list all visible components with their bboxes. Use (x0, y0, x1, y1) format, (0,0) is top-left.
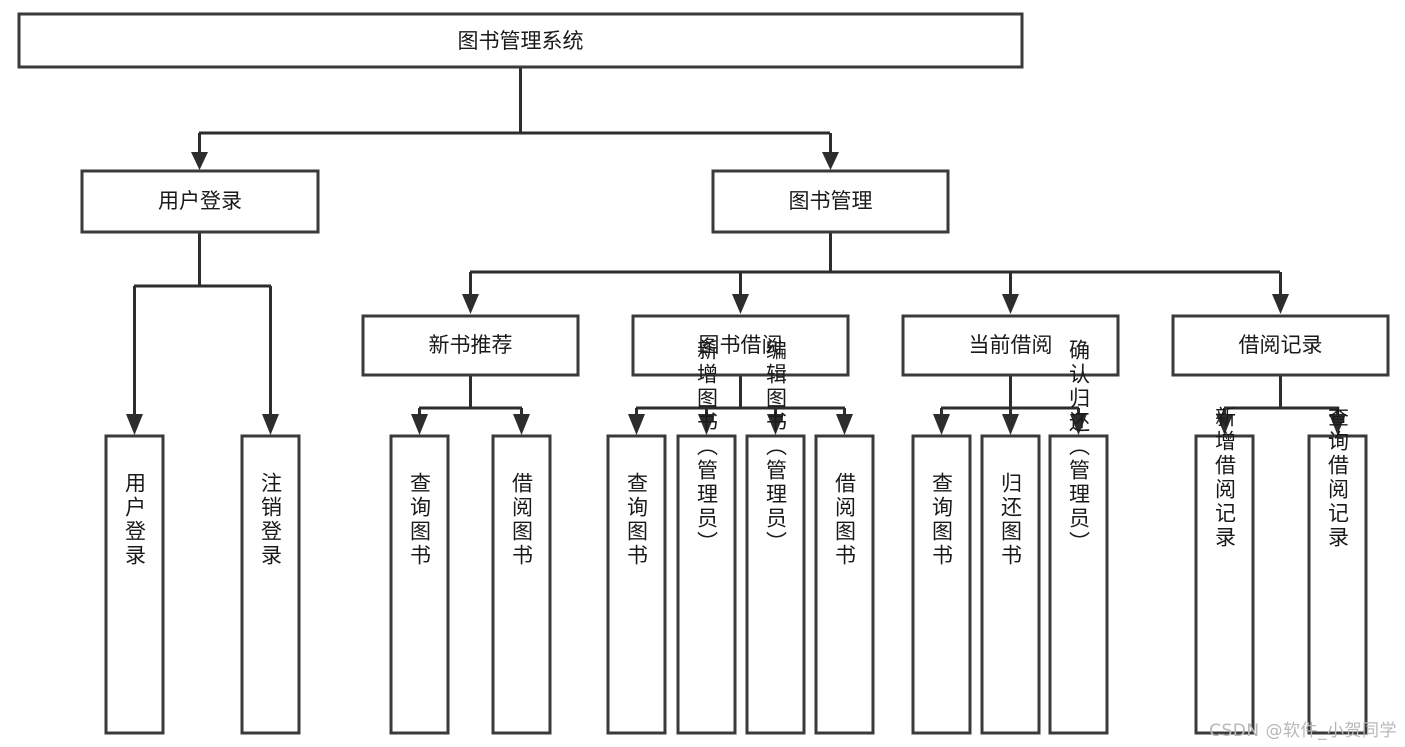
arrow-book-borrow-leaf-1 (628, 414, 645, 435)
leaf-add-record-box[interactable] (1194, 434, 1255, 735)
leaf-borrow-book-2-label: 借阅图书 (833, 472, 857, 568)
leaf-query-book-2[interactable]: 查询图书 (606, 434, 667, 735)
node-borrow-record[interactable]: 借阅记录 (1171, 314, 1390, 377)
leaf-query-book-1-box[interactable] (389, 434, 450, 735)
node-book-management[interactable]: 图书管理 (711, 169, 950, 234)
node-book-borrow[interactable]: 图书借阅 (631, 314, 850, 377)
node-root-label: 图书管理系统 (458, 29, 584, 53)
leaf-query-record[interactable]: 查询借阅记录 (1307, 406, 1368, 735)
leaf-add-book[interactable]: 新增图书（管理员） (676, 339, 737, 735)
arrow-to-book-borrow (732, 294, 749, 314)
leaf-add-book-label: 新增图书（管理员） (695, 339, 719, 555)
node-user-login-label: 用户登录 (158, 189, 242, 213)
leaf-user-logout-label: 注销登录 (259, 472, 283, 568)
leaf-borrow-book-2-box[interactable] (814, 434, 875, 735)
leaf-user-logout-box[interactable] (240, 434, 301, 735)
leaf-return-book-label: 归还图书 (999, 472, 1023, 568)
node-borrow-record-box[interactable] (1171, 314, 1390, 377)
leaf-user-login-label: 用户登录 (123, 472, 147, 568)
arrow-to-book-management (822, 152, 839, 170)
node-user-login[interactable]: 用户登录 (80, 169, 320, 234)
leaf-query-record-label: 查询借阅记录 (1326, 406, 1350, 550)
node-root[interactable]: 图书管理系统 (17, 12, 1024, 69)
connector-layer (126, 67, 1346, 435)
leaf-borrow-book-1-box[interactable] (491, 434, 552, 735)
arrow-user-login-leaf-2 (262, 414, 279, 435)
node-new-book-recommend-box[interactable] (361, 314, 580, 377)
leaf-query-book-1-label: 查询图书 (408, 472, 432, 568)
leaf-query-book-1[interactable]: 查询图书 (389, 434, 450, 735)
leaf-edit-book-box[interactable] (745, 434, 806, 735)
arrow-book-borrow-leaf-2 (698, 414, 715, 435)
arrow-current-borrow-leaf-1 (933, 414, 950, 435)
leaf-query-book-2-label: 查询图书 (625, 472, 649, 568)
leaf-confirm-return-box[interactable] (1048, 434, 1109, 735)
leaf-user-login-box[interactable] (104, 434, 165, 735)
arrow-to-borrow-record (1272, 294, 1289, 314)
arrow-to-current-borrow (1002, 294, 1019, 314)
leaf-query-book-3[interactable]: 查询图书 (911, 434, 972, 735)
leaf-borrow-book-1[interactable]: 借阅图书 (491, 434, 552, 735)
arrow-user-login-leaf-1 (126, 414, 143, 435)
arrow-book-borrow-leaf-3 (767, 414, 784, 435)
node-current-borrow[interactable]: 当前借阅 (901, 314, 1120, 377)
arrow-new-book-leaf-1 (411, 414, 428, 435)
node-new-book-recommend[interactable]: 新书推荐 (361, 314, 580, 377)
arrow-book-borrow-leaf-4 (836, 414, 853, 435)
leaf-add-record-label: 新增借阅记录 (1213, 406, 1237, 550)
arrow-borrow-record-leaf-2 (1329, 414, 1346, 435)
leaf-query-book-3-label: 查询图书 (930, 472, 954, 568)
node-book-management-box[interactable] (711, 169, 950, 234)
node-book-management-label: 图书管理 (789, 189, 873, 213)
leaf-return-book[interactable]: 归还图书 (980, 434, 1041, 735)
node-root-box[interactable] (17, 12, 1024, 69)
leaf-confirm-return-label: 确认归还（管理员） (1067, 339, 1091, 555)
node-user-login-box[interactable] (80, 169, 320, 234)
arrow-new-book-leaf-2 (513, 414, 530, 435)
leaf-user-login[interactable]: 用户登录 (104, 434, 165, 735)
leaf-borrow-book-2[interactable]: 借阅图书 (814, 434, 875, 735)
node-book-borrow-box[interactable] (631, 314, 850, 377)
arrow-to-user-login (191, 152, 208, 170)
arrow-current-borrow-leaf-2 (1002, 414, 1019, 435)
node-borrow-record-label: 借阅记录 (1239, 333, 1323, 357)
csdn-watermark: CSDN @软件_小贺同学 (1209, 721, 1397, 741)
leaf-query-book-3-box[interactable] (911, 434, 972, 735)
node-new-book-recommend-label: 新书推荐 (429, 333, 513, 357)
leaf-query-book-2-box[interactable] (606, 434, 667, 735)
leaf-add-record[interactable]: 新增借阅记录 (1194, 406, 1255, 735)
node-current-borrow-label: 当前借阅 (969, 333, 1053, 357)
leaf-user-logout[interactable]: 注销登录 (240, 434, 301, 735)
leaf-query-record-box[interactable] (1307, 434, 1368, 735)
leaf-return-book-box[interactable] (980, 434, 1041, 735)
arrow-current-borrow-leaf-3 (1070, 414, 1087, 435)
node-book-borrow-label: 图书借阅 (699, 333, 783, 357)
leaf-add-book-box[interactable] (676, 434, 737, 735)
arrow-borrow-record-leaf-1 (1216, 414, 1233, 435)
arrow-to-new-book-recommend (462, 294, 479, 314)
leaf-edit-book[interactable]: 编辑图书（管理员） (745, 339, 806, 735)
leaf-borrow-book-1-label: 借阅图书 (510, 472, 534, 568)
leaf-confirm-return[interactable]: 确认归还（管理员） (1048, 339, 1109, 735)
node-current-borrow-box[interactable] (901, 314, 1120, 377)
leaf-edit-book-label: 编辑图书（管理员） (764, 339, 788, 555)
